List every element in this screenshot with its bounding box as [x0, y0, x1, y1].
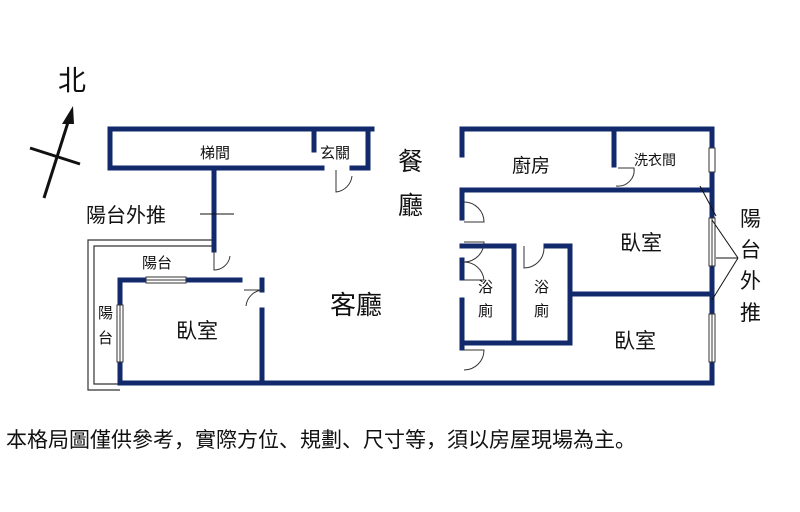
annotation-balcony-push-out-right-2: 台: [740, 238, 761, 262]
room-label-laundry: 洗衣間: [634, 153, 676, 169]
room-label-balcony-top: 陽台: [142, 254, 172, 272]
annotation-balcony-push-out-right-1: 陽: [740, 207, 761, 231]
north-label: 北: [58, 64, 86, 97]
door-swings: [213, 167, 635, 371]
room-label-dining-2: 廳: [398, 191, 423, 220]
compass-icon: [29, 106, 81, 199]
room-label-kitchen: 廚房: [512, 154, 550, 177]
balcony-outline: [87, 239, 214, 391]
room-label-bath-a-1: 浴: [478, 278, 493, 296]
room-label-bath-b-1: 浴: [534, 278, 549, 296]
annotation-balcony-push-out-right-3: 外: [740, 269, 761, 293]
room-label-entrance: 玄關: [320, 144, 350, 162]
leader-lines: [200, 185, 739, 301]
room-label-dining-1: 餐: [398, 147, 423, 176]
annotation-balcony-push-out-right-4: 推: [740, 301, 761, 325]
windows: [116, 147, 716, 363]
room-label-balcony-side-1: 陽: [98, 304, 113, 322]
room-label-bath-b-2: 廁: [534, 302, 549, 320]
room-label-balcony-side-2: 台: [98, 329, 113, 347]
walls: [107, 126, 715, 386]
room-label-stairwell: 梯間: [200, 144, 230, 162]
annotation-balcony-push-out-left: 陽台外推: [86, 203, 166, 227]
room-label-bath-a-2: 廁: [478, 302, 493, 320]
room-label-bedroom-w: 臥室: [176, 319, 218, 343]
disclaimer-text: 本格局圖僅供參考，實際方位、規劃、尺寸等，須以房屋現場為主。: [6, 428, 636, 452]
room-label-bedroom-ne: 臥室: [620, 231, 662, 255]
room-label-bedroom-se: 臥室: [614, 329, 656, 353]
room-label-living: 客廳: [330, 291, 382, 321]
